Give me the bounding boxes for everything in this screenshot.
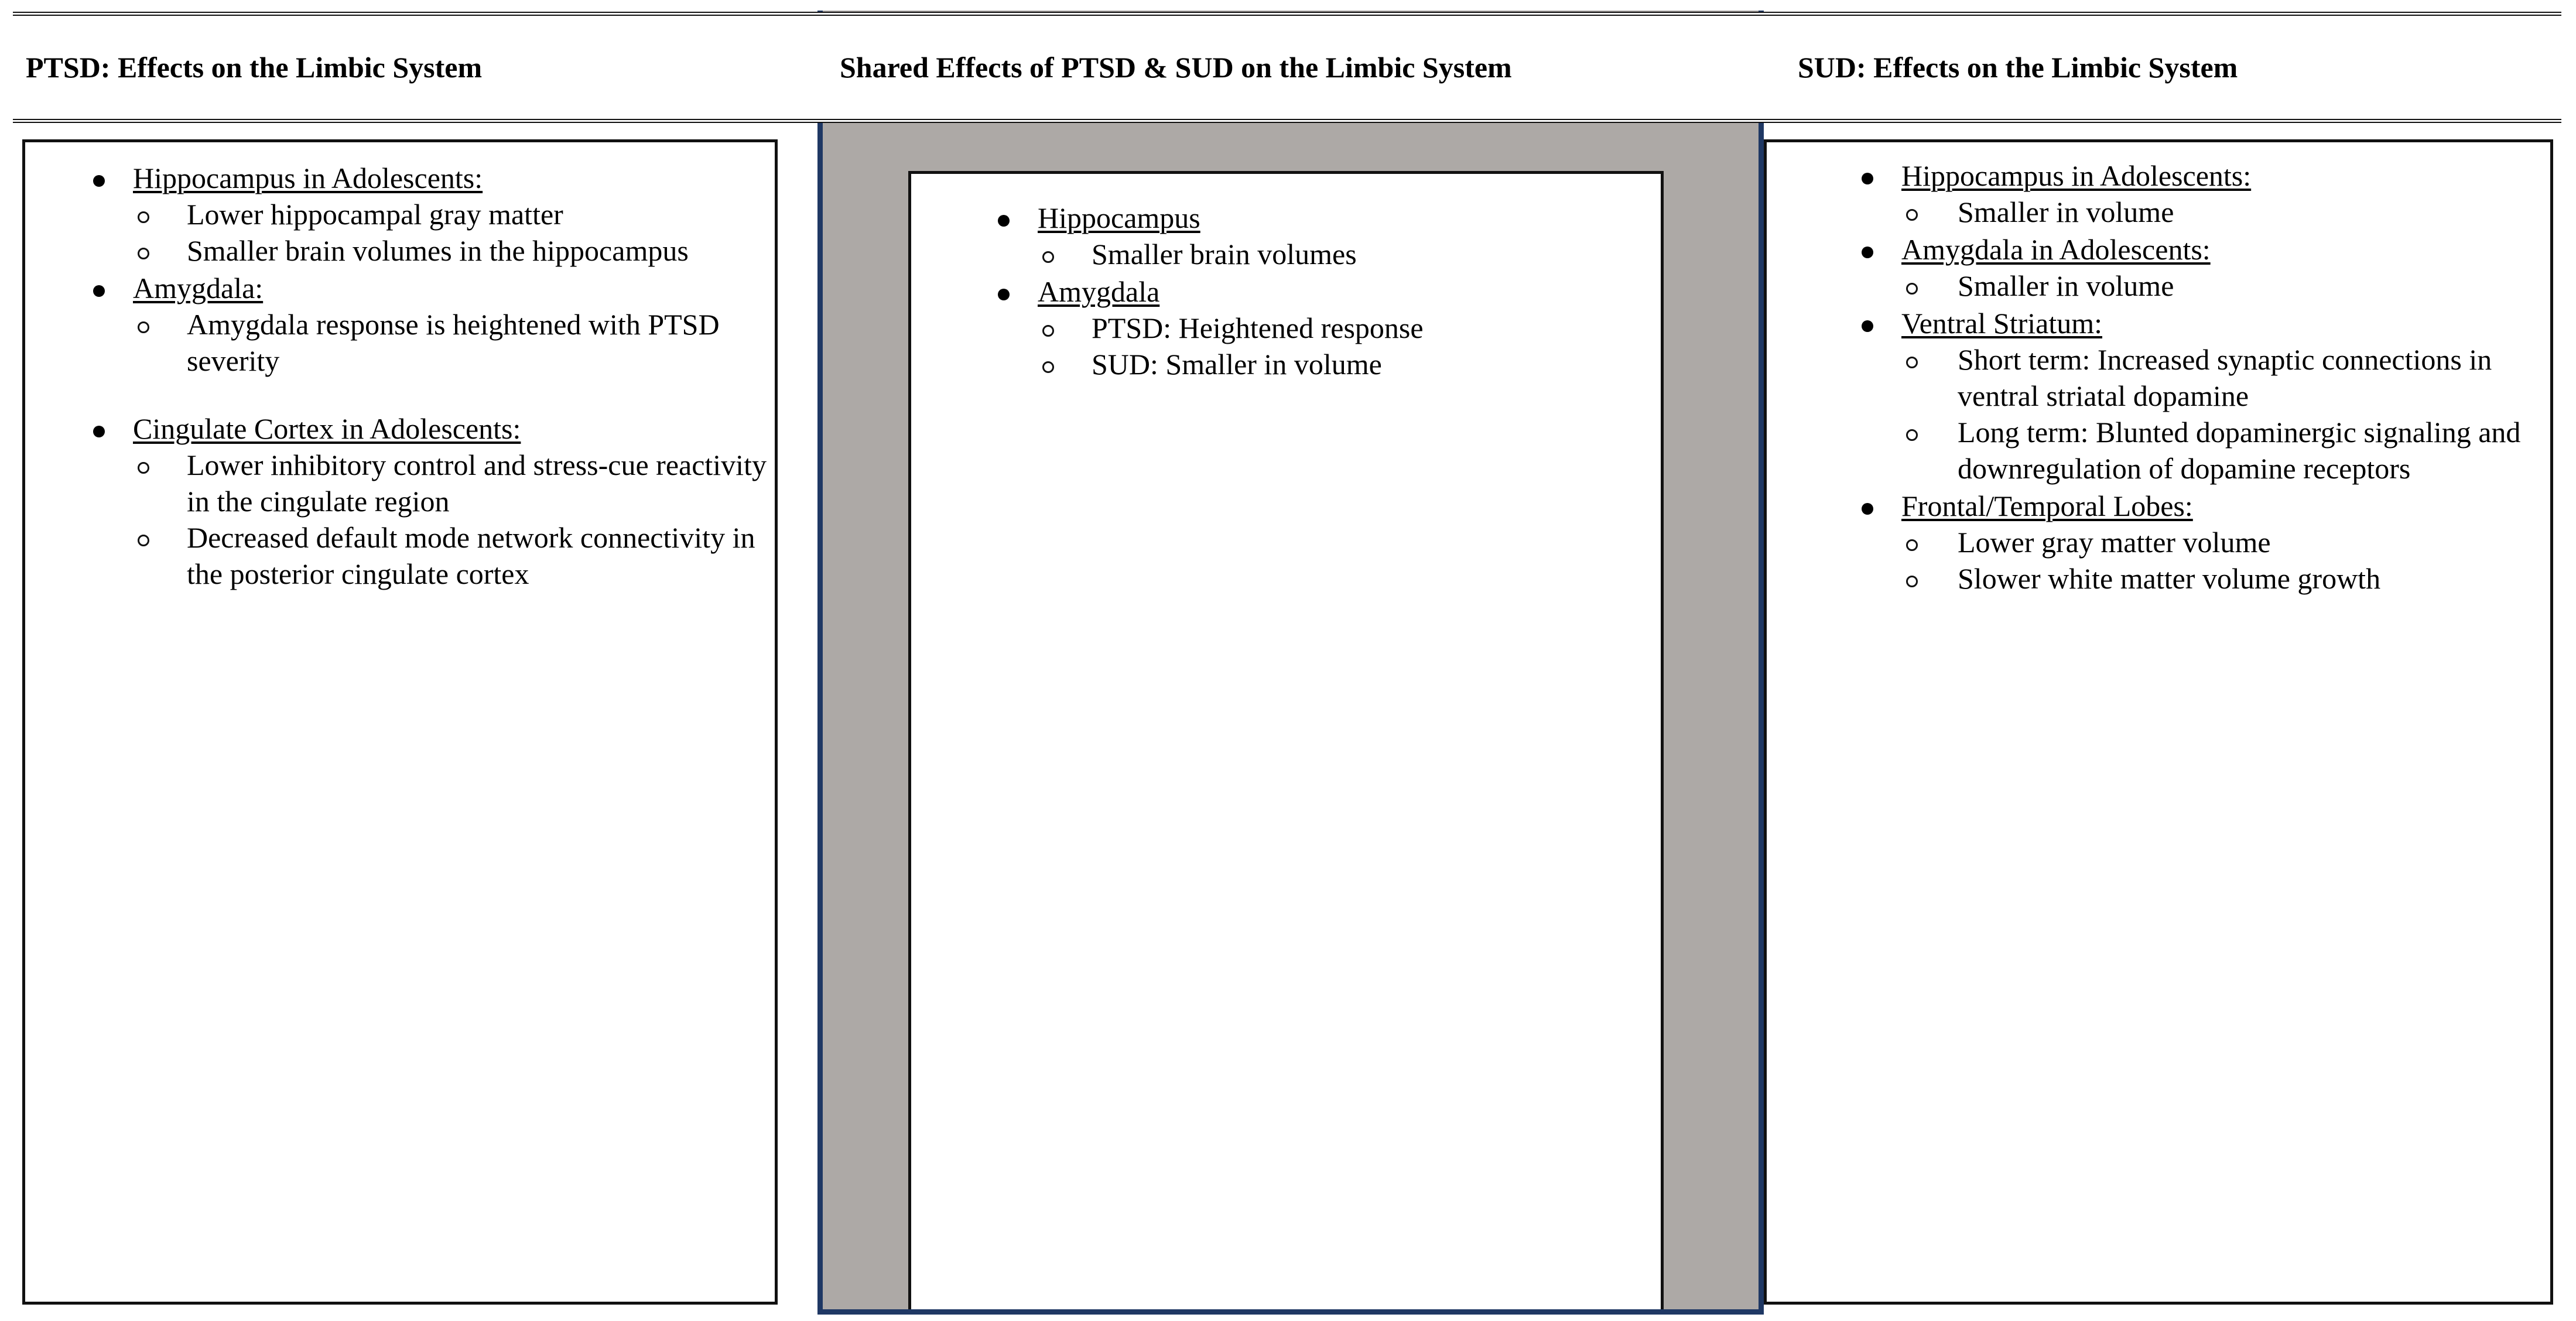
column-sud: SUD: Effects on the Limbic System Hippoc… [1764, 0, 2576, 1321]
sub-item-text: Decreased default mode network connectiv… [187, 521, 755, 590]
bullet-circle-icon [138, 321, 149, 333]
sub-list: Lower hippocampal gray matter Smaller br… [133, 196, 775, 269]
list-item: Hippocampus in Adolescents: Smaller in v… [1767, 158, 2550, 230]
sub-item-text: Lower gray matter volume [1958, 526, 2271, 559]
bullet-circle-icon [138, 211, 149, 223]
list-item: Hippocampus Smaller brain volumes [911, 200, 1661, 272]
sub-list: Smaller brain volumes [1038, 236, 1661, 272]
list-item: Amygdala in Adolescents: Smaller in volu… [1767, 231, 2550, 304]
content-box-ptsd: Hippocampus in Adolescents: Lower hippoc… [22, 139, 778, 1305]
bullet-dot-icon [93, 426, 105, 437]
list-item: Ventral Striatum: Short term: Increased … [1767, 305, 2550, 487]
group-heading: Ventral Striatum: [1901, 307, 2102, 340]
navy-border-bottom [817, 1309, 1764, 1315]
sub-item-text: Smaller in volume [1958, 196, 2174, 228]
bullet-dot-icon [1862, 173, 1873, 184]
list-item: Hippocampus in Adolescents: Lower hippoc… [25, 160, 775, 269]
sub-item-text: Slower white matter volume growth [1958, 562, 2381, 595]
bullet-circle-icon [1042, 251, 1054, 263]
sub-item-text: Smaller brain volumes [1092, 238, 1357, 271]
column-header-shared: Shared Effects of PTSD & SUD on the Limb… [817, 12, 1764, 123]
sub-list-item: Long term: Blunted dopaminergic signalin… [1901, 414, 2550, 487]
bullet-circle-icon [1042, 361, 1054, 373]
bullet-circle-icon [1906, 576, 1918, 587]
bullet-dot-icon [1862, 247, 1873, 258]
bullet-circle-icon [1906, 357, 1918, 368]
sub-item-text: Long term: Blunted dopaminergic signalin… [1958, 416, 2521, 485]
bullet-dot-icon [1862, 503, 1873, 515]
navy-border-right [1759, 11, 1764, 1314]
sub-item-text: Short term: Increased synaptic connectio… [1958, 343, 2492, 412]
sub-list: PTSD: Heightened response SUD: Smaller i… [1038, 310, 1661, 382]
sub-item-text: Smaller in volume [1958, 269, 2174, 302]
sub-list: Short term: Increased synaptic connectio… [1901, 341, 2550, 487]
list-item: Cingulate Cortex in Adolescents: Lower i… [25, 410, 775, 592]
group-heading: Hippocampus [1038, 201, 1200, 234]
sub-list-item: Lower gray matter volume [1901, 524, 2550, 560]
bullet-circle-icon [1906, 209, 1918, 221]
list-item: Amygdala PTSD: Heightened response SUD: … [911, 273, 1661, 382]
sub-item-text: Smaller brain volumes in the hippocampus [187, 234, 689, 267]
column-shared: Shared Effects of PTSD & SUD on the Limb… [817, 0, 1764, 1321]
sub-list-item: Smaller brain volumes [1038, 236, 1661, 272]
sub-item-text: Lower inhibitory control and stress-cue … [187, 449, 767, 518]
bullet-dot-icon [1862, 320, 1873, 332]
sub-list: Smaller in volume [1901, 194, 2550, 230]
bullet-circle-icon [1042, 325, 1054, 337]
bullet-circle-icon [1906, 283, 1918, 295]
bullet-dot-icon [93, 285, 105, 297]
sub-item-text: Lower hippocampal gray matter [187, 198, 563, 231]
group-heading: Amygdala [1038, 275, 1160, 308]
group-heading: Amygdala in Adolescents: [1901, 233, 2211, 266]
sub-list: Amygdala response is heightened with PTS… [133, 306, 775, 379]
group-heading: Hippocampus in Adolescents: [133, 162, 483, 194]
column-header-ptsd: PTSD: Effects on the Limbic System [13, 12, 817, 123]
group-heading: Cingulate Cortex in Adolescents: [133, 412, 521, 445]
sub-list-item: PTSD: Heightened response [1038, 310, 1661, 346]
sub-list: Smaller in volume [1901, 268, 2550, 304]
page-title-shared: Shared Effects of PTSD & SUD on the Limb… [840, 50, 1512, 84]
sub-list: Lower gray matter volume Slower white ma… [1901, 524, 2550, 597]
sub-list-item: Lower inhibitory control and stress-cue … [133, 447, 775, 519]
bullet-circle-icon [138, 462, 149, 474]
sub-list-item: Decreased default mode network connectiv… [133, 519, 775, 592]
sub-list-item: Short term: Increased synaptic connectio… [1901, 341, 2550, 414]
bullet-dot-icon [998, 215, 1010, 227]
sub-list-item: Smaller brain volumes in the hippocampus [133, 232, 775, 269]
sub-list-item: Lower hippocampal gray matter [133, 196, 775, 232]
bullet-circle-icon [138, 248, 149, 259]
spacer [25, 380, 775, 410]
page-title-sud: SUD: Effects on the Limbic System [1798, 50, 2238, 84]
column-header-sud: SUD: Effects on the Limbic System [1764, 12, 2561, 123]
group-heading: Hippocampus in Adolescents: [1901, 159, 2252, 192]
sub-item-text: Amygdala response is heightened with PTS… [187, 308, 720, 377]
bullet-dot-icon [93, 175, 105, 187]
group-heading: Amygdala: [133, 272, 264, 304]
sub-list-item: Smaller in volume [1901, 268, 2550, 304]
sub-list-item: Slower white matter volume growth [1901, 560, 2550, 597]
group-heading: Frontal/Temporal Lobes: [1901, 490, 2193, 522]
bullet-circle-icon [1906, 539, 1918, 551]
list-item: Amygdala: Amygdala response is heightene… [25, 270, 775, 379]
sub-list-item: Smaller in volume [1901, 194, 2550, 230]
content-box-sud: Hippocampus in Adolescents: Smaller in v… [1764, 139, 2553, 1305]
sub-list-item: SUD: Smaller in volume [1038, 346, 1661, 382]
navy-border-left [817, 11, 823, 1314]
sub-list-item: Amygdala response is heightened with PTS… [133, 306, 775, 379]
sub-item-text: PTSD: Heightened response [1092, 312, 1424, 344]
bullet-list-sud: Hippocampus in Adolescents: Smaller in v… [1767, 142, 2550, 597]
bullet-dot-icon [998, 289, 1010, 300]
bullet-list-shared: Hippocampus Smaller brain volumes Amygda… [911, 174, 1661, 382]
bullet-circle-icon [1906, 429, 1918, 441]
sub-item-text: SUD: Smaller in volume [1092, 348, 1382, 381]
bullet-circle-icon [138, 535, 149, 546]
list-item: Frontal/Temporal Lobes: Lower gray matte… [1767, 488, 2550, 597]
bullet-list-ptsd: Hippocampus in Adolescents: Lower hippoc… [25, 142, 775, 592]
page-title-ptsd: PTSD: Effects on the Limbic System [26, 50, 483, 84]
content-box-shared: Hippocampus Smaller brain volumes Amygda… [908, 171, 1664, 1314]
sub-list: Lower inhibitory control and stress-cue … [133, 447, 775, 592]
column-ptsd: PTSD: Effects on the Limbic System Hippo… [0, 0, 817, 1321]
